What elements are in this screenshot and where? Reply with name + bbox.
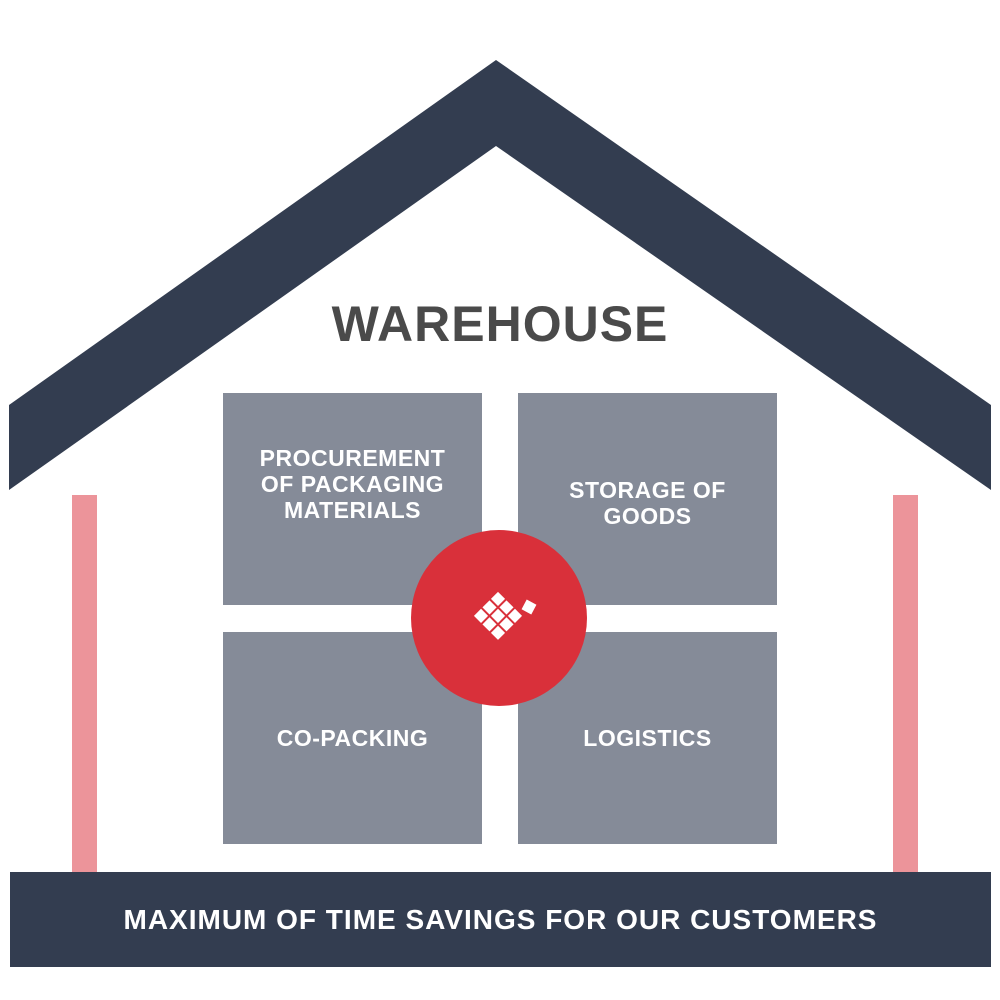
page-title: WAREHOUSE [331, 296, 669, 352]
right-pillar [893, 495, 918, 875]
tile-storage-label: STORAGE OF GOODS [569, 477, 726, 529]
tile-logistics-label: LOGISTICS [583, 725, 712, 751]
footer-text: MAXIMUM OF TIME SAVINGS FOR OUR CUSTOMER… [123, 903, 878, 935]
roof-shape [9, 60, 991, 490]
footer-banner: MAXIMUM OF TIME SAVINGS FOR OUR CUSTOMER… [10, 872, 991, 967]
tile-procurement: PROCUREMENT OF PACKAGING MATERIALS [223, 393, 482, 605]
tile-copacking-label: CO-PACKING [276, 725, 429, 751]
tile-procurement-label: PROCUREMENT OF PACKAGING MATERIALS [259, 445, 446, 523]
diamond-grid-logo-icon [473, 591, 537, 640]
center-hub [411, 530, 587, 706]
left-pillar [72, 495, 97, 875]
